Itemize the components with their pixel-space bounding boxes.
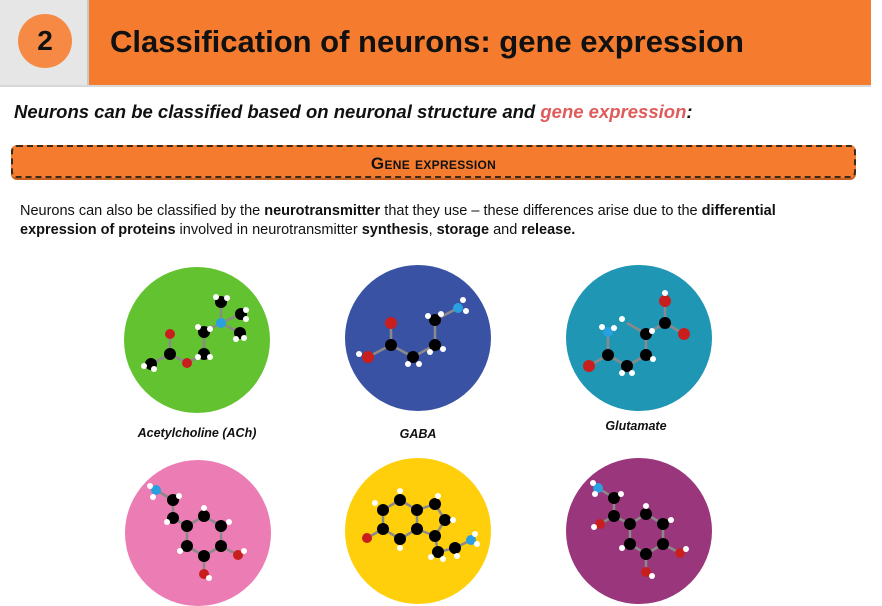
glutamate-label: Glutamate [605,419,667,433]
para-bold: neurotransmitter [264,203,381,219]
para-bold: differential expression of proteins [20,203,776,238]
subtitle-highlight: gene expression [540,101,687,122]
glutamate-molecule-image [566,265,712,411]
para-bold: release. [521,222,576,238]
acetylcholine-structure [141,294,249,372]
para-text: , [428,222,437,238]
gaba-structure [356,297,469,367]
subtitle-text: Neurons can be classified based on neuro… [14,101,541,122]
page-title: Classification of neurons: gene expressi… [110,24,744,59]
header-bar: 2 Classification of neurons: gene expres… [0,0,871,87]
para-bold: synthesis [361,222,429,238]
para-bold: storage [436,222,490,238]
para-text: involved in neurotransmitter [175,222,362,238]
yellow-molecule-structure [362,488,480,562]
section-banner: Gene expression [11,145,856,178]
pink-molecule-structure [147,483,247,581]
gaba-molecule-image [345,265,491,411]
purple-molecule-structure [590,480,689,579]
para-text: and [489,222,522,238]
para-text: that they use – these differences arise … [380,203,702,219]
acetylcholine-label: Acetylcholine (ACh) [137,426,257,440]
section-number: 2 [18,14,72,68]
body-paragraph: Neurons can also be classified by the ne… [20,202,840,240]
subtitle: Neurons can be classified based on neuro… [14,101,693,123]
purple-molecule-image [566,458,712,604]
para-text: Neurons can also be classified by the [20,203,265,219]
subtitle-colon: : [686,101,693,122]
section-number-panel: 2 [0,0,89,85]
yellow-molecule-image [345,458,491,604]
pink-molecule-image [125,460,271,606]
acetylcholine-molecule-image [124,267,270,413]
banner-label: Gene expression [370,154,497,173]
glutamate-structure [583,290,690,376]
gaba-label: GABA [399,427,437,441]
